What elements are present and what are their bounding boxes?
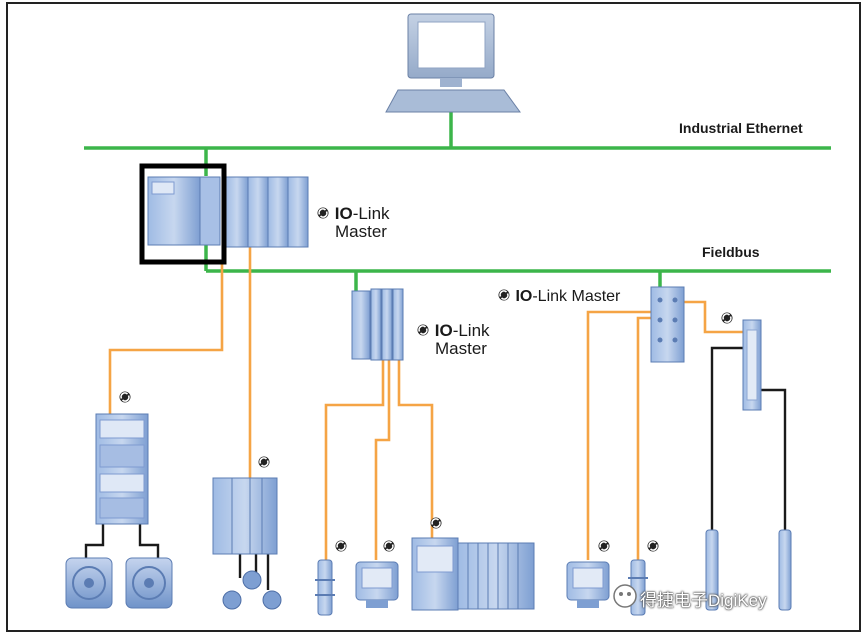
io-link-cables (108, 246, 745, 560)
io-brand-rest: -Link (452, 321, 490, 340)
io-link-symbol-icon (316, 206, 330, 220)
master-word: Master (335, 221, 387, 241)
industrial-ethernet-label: Industrial Ethernet (679, 120, 803, 136)
sensor-icon (705, 529, 792, 611)
industrial-ethernet-bus (84, 112, 831, 176)
computer-icon (385, 13, 521, 113)
io-brand-bold: IO (334, 204, 353, 223)
valve-terminal-icon (411, 537, 535, 611)
plc-icon (147, 176, 309, 248)
cpu-highlight-frame (139, 163, 227, 265)
io-brand-bold: IO (515, 288, 533, 305)
master-word: Master (435, 338, 487, 358)
io-link-master-label-hub: IO-Link Master (497, 288, 620, 306)
io-module-icon (742, 319, 762, 411)
watermark-text: 得捷电子DigiKey (640, 591, 767, 610)
diagram-border (6, 2, 861, 632)
drive-icon (212, 477, 282, 610)
io-link-master-label-distributed: IO-Link Master (416, 322, 490, 358)
distributed-io-icon (351, 288, 404, 361)
motor-icon (65, 557, 173, 609)
watermark-logo-icon (613, 584, 637, 608)
motor-starter-icon (95, 413, 149, 525)
io-link-master-label-plc: IO-Link Master (316, 205, 390, 241)
device-cables (84, 346, 787, 590)
io-link-symbol-icon (416, 323, 430, 337)
io-brand-rest: -Link (352, 204, 390, 223)
fieldbus (204, 245, 831, 292)
io-link-symbol-icon (497, 288, 511, 302)
io-brand-rest: -Link (532, 288, 568, 305)
actuator-icon (355, 561, 399, 608)
actuator-icon (566, 561, 610, 608)
io-link-hub-icon (650, 286, 685, 363)
io-brand-bold: IO (434, 321, 453, 340)
master-inline: Master (571, 288, 621, 305)
fieldbus-label: Fieldbus (702, 244, 760, 260)
sensor-icon (315, 559, 335, 616)
